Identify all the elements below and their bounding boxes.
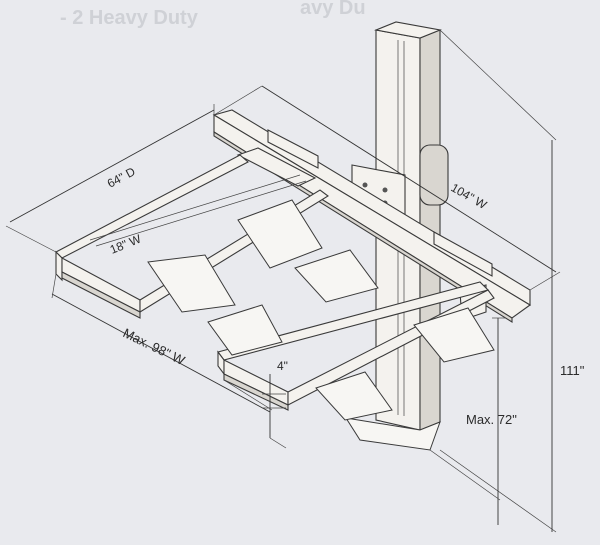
label-runway-thickness: 4": [277, 359, 288, 373]
label-runway-width: 18" W: [108, 231, 144, 256]
dimension-max-height: Max. 72": [429, 317, 517, 525]
drip-trays: [147, 199, 495, 421]
label-max-width: Max. 98" W: [121, 325, 188, 368]
background-text-2: - 2 Heavy Duty: [60, 7, 199, 29]
dimension-height-total: 111": [439, 29, 585, 533]
dimension-runway-thickness: 4": [262, 359, 288, 449]
label-depth: 64" D: [105, 164, 138, 190]
label-height-total: 111": [560, 363, 585, 378]
dimension-runway-width: 18" W: [108, 231, 144, 256]
label-max-height: Max. 72": [466, 412, 517, 427]
background-text-1: avy Du: [300, 0, 366, 19]
